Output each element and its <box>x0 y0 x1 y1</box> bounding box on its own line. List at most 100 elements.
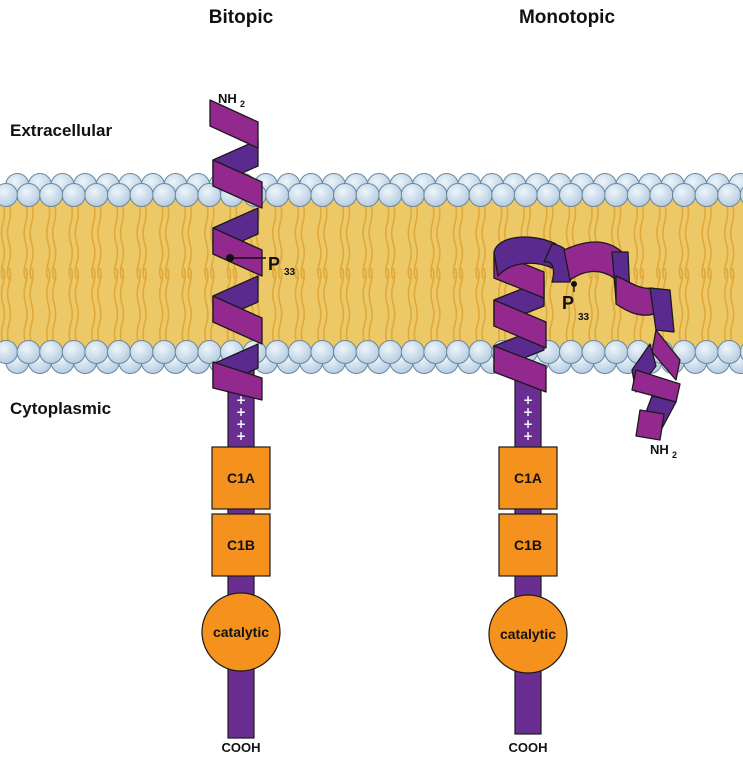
lipid-headgroup <box>468 340 493 364</box>
lipid-headgroup <box>672 183 696 207</box>
lipid-tail <box>571 267 577 345</box>
lipid-tail <box>368 267 373 345</box>
lipid-headgroup <box>717 183 742 207</box>
lipid-tail <box>204 267 209 345</box>
lipid-tail <box>68 267 74 345</box>
lipid-tail <box>317 267 322 345</box>
lipid-tail <box>362 267 367 345</box>
lipid-tail <box>430 202 435 280</box>
lipid-headgroup <box>446 183 470 207</box>
lipid-tail <box>29 202 34 280</box>
lipid-tails <box>0 202 735 345</box>
lipid-tail <box>317 202 322 280</box>
lipid-tail <box>187 202 193 280</box>
lipid-headgroup <box>739 343 743 361</box>
lipid-tail <box>345 202 351 280</box>
lipid-tail <box>436 267 441 345</box>
lipid-tail <box>413 202 419 280</box>
lipid-tail <box>271 267 277 345</box>
lipid-tail <box>142 202 147 280</box>
lipid-tail <box>723 267 729 345</box>
lipid-tail <box>294 202 300 280</box>
lipid-tail <box>51 202 57 280</box>
lipid-tail <box>0 267 6 345</box>
lipid-tail <box>158 267 164 345</box>
lipid-tail <box>23 202 28 280</box>
lipid-tail <box>384 202 390 280</box>
lipid-tail <box>481 267 486 345</box>
lipid-headgroup <box>152 340 177 364</box>
lipid-tail <box>701 267 706 345</box>
bitopic-n-terminus-subscript: 2 <box>240 99 245 109</box>
lipid-headgroup <box>129 183 154 207</box>
bitopic-helix <box>209 99 263 401</box>
lipid-tail <box>662 202 667 280</box>
lipid-tail <box>136 267 141 345</box>
lipid-tail <box>390 202 396 280</box>
lipid-headgroup <box>536 183 561 207</box>
lipid-headgroup <box>174 183 199 207</box>
bitopic-c1b-domain <box>211 513 271 577</box>
monotopic-protein: + + + + C1A C1B catalytic P 33 NH 2 COOH <box>488 236 681 755</box>
lipid-headgroup <box>310 183 335 207</box>
lipid-tail <box>164 202 170 280</box>
bitopic-protein: + + + + C1A C1B catalytic P 33 NH 2 COOH <box>201 91 296 755</box>
bitopic-p33-subscript: 33 <box>284 267 296 278</box>
lipid-tail <box>74 202 80 280</box>
monotopic-catalytic-domain <box>488 594 568 674</box>
lipid-headgroup <box>559 183 583 207</box>
lipid-tail <box>74 267 80 345</box>
lipid-headgroup <box>378 340 403 364</box>
lipid-headgroup <box>333 183 357 207</box>
lipid-tail <box>452 202 458 280</box>
lipid-tail <box>323 202 328 280</box>
lipid-headgroup <box>174 340 199 364</box>
lipid-headgroup <box>0 183 18 207</box>
bitopic-c1a-label: C1A <box>227 470 255 486</box>
monotopic-c-terminus-label: COOH <box>509 740 548 755</box>
lipid-headgroup <box>739 186 743 204</box>
monotopic-charge-2: + <box>523 405 533 419</box>
lipid-headgroup <box>581 183 606 207</box>
lipid-tail <box>588 267 593 345</box>
lipid-headgroup <box>107 183 131 207</box>
lipid-tail <box>68 202 74 280</box>
lipid-headgroup <box>333 340 357 364</box>
lipid-tail <box>271 202 277 280</box>
lipid-tail <box>181 202 187 280</box>
lipid-headgroup <box>39 340 64 364</box>
lipid-headgroup <box>310 340 335 364</box>
monotopic-helix <box>493 236 681 441</box>
monotopic-c1a-domain <box>498 446 558 510</box>
lipid-tail <box>436 202 441 280</box>
lipid-headgroup <box>400 183 425 207</box>
lipid-tail <box>384 267 390 345</box>
lipid-tail <box>707 202 712 280</box>
bitopic-n-terminus-label: NH <box>218 91 237 106</box>
lipid-headgroup <box>717 340 742 364</box>
lipid-tail <box>407 202 413 280</box>
lipid-headgroup <box>355 340 380 364</box>
lipid-tail <box>656 202 661 280</box>
lipid-tail <box>684 267 690 345</box>
lipid-tail <box>6 267 12 345</box>
lipid-headgroup <box>287 340 312 364</box>
bitopic-charge-3: + <box>236 417 246 431</box>
lipid-headgroup <box>604 183 629 207</box>
lipid-tail <box>345 267 351 345</box>
monotopic-charge-3: + <box>523 417 533 431</box>
lipid-tail <box>158 202 164 280</box>
lipid-tail <box>6 202 12 280</box>
monotopic-c1b-label: C1B <box>514 537 542 553</box>
lipid-headgroup <box>626 183 651 207</box>
lipid-tail <box>97 267 102 345</box>
monotopic-charge-1: + <box>523 393 533 407</box>
bitopic-charge-1: + <box>236 393 246 407</box>
lipid-tail <box>458 267 464 345</box>
lipid-tail <box>407 267 413 345</box>
lipid-headgroup <box>129 340 154 364</box>
monotopic-n-terminus-subscript: 2 <box>672 450 677 460</box>
lipid-tail <box>729 267 735 345</box>
lipid-headgroup <box>513 183 538 207</box>
